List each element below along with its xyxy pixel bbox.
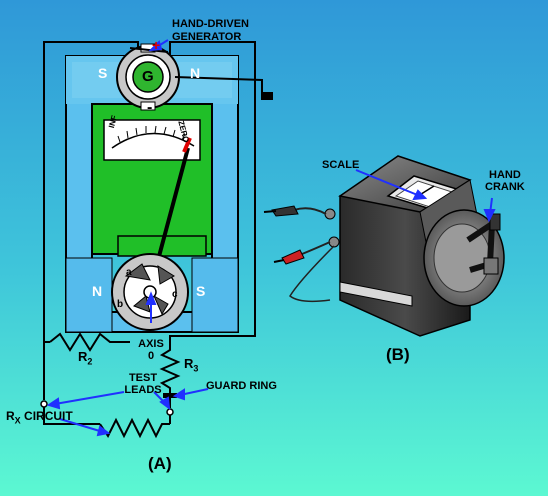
hand-driven-generator — [116, 43, 180, 111]
test-leads-line-2: LEADS — [124, 384, 162, 396]
hand-crank-label-line-2: CRANK — [485, 181, 525, 193]
axis-label-line-1: AXIS — [138, 338, 164, 350]
callout-arrows-b — [355, 169, 496, 223]
generator-label-line-2: GENERATOR — [172, 31, 242, 43]
instrument-test-leads — [263, 205, 335, 303]
test-leads-line-1: TEST — [128, 372, 158, 384]
resistor-r2 — [49, 332, 130, 352]
megger-instrument — [324, 155, 505, 337]
scale-label: SCALE — [322, 159, 360, 171]
rx-circuit-label: RX CIRCUIT — [6, 409, 73, 426]
pole-n-bottom: N — [92, 283, 103, 299]
pole-s-top: S — [98, 65, 108, 81]
generator-crank — [174, 76, 273, 100]
permanent-magnet — [65, 55, 239, 333]
coil-a-label: a — [126, 267, 132, 278]
generator-minus-sign: - — [147, 99, 153, 116]
generator-label-line-1: HAND-DRIVEN — [172, 18, 249, 30]
guard-ring-label: GUARD RING — [206, 380, 277, 392]
r2-subscript: 2 — [87, 356, 93, 367]
r3-subscript: 3 — [193, 363, 199, 374]
moving-coil-assembly — [111, 253, 189, 331]
rx-subscript: X — [14, 415, 21, 426]
guard-ring — [163, 393, 177, 398]
rx-circuit — [43, 407, 171, 439]
coil-b-label: b — [117, 299, 124, 310]
coil-c-label: c — [172, 289, 178, 300]
pole-s-bottom: S — [196, 283, 206, 299]
resistor-r3 — [159, 342, 181, 395]
pole-n-top: N — [190, 65, 201, 81]
r2-label: R2 — [78, 349, 93, 367]
generator-plus-sign: + — [152, 37, 161, 53]
r3-label: R3 — [184, 356, 199, 374]
pointer-tip — [182, 137, 192, 153]
hand-crank-label-line-1: HAND — [489, 169, 521, 181]
generator-letter: G — [142, 68, 154, 85]
caption-a: (A) — [148, 454, 172, 473]
caption-b: (B) — [386, 345, 410, 364]
meter-scale — [103, 119, 201, 161]
axis-label-line-2: 0 — [147, 350, 155, 362]
callout-arrows-a — [46, 39, 209, 437]
hand-crank — [466, 218, 496, 273]
